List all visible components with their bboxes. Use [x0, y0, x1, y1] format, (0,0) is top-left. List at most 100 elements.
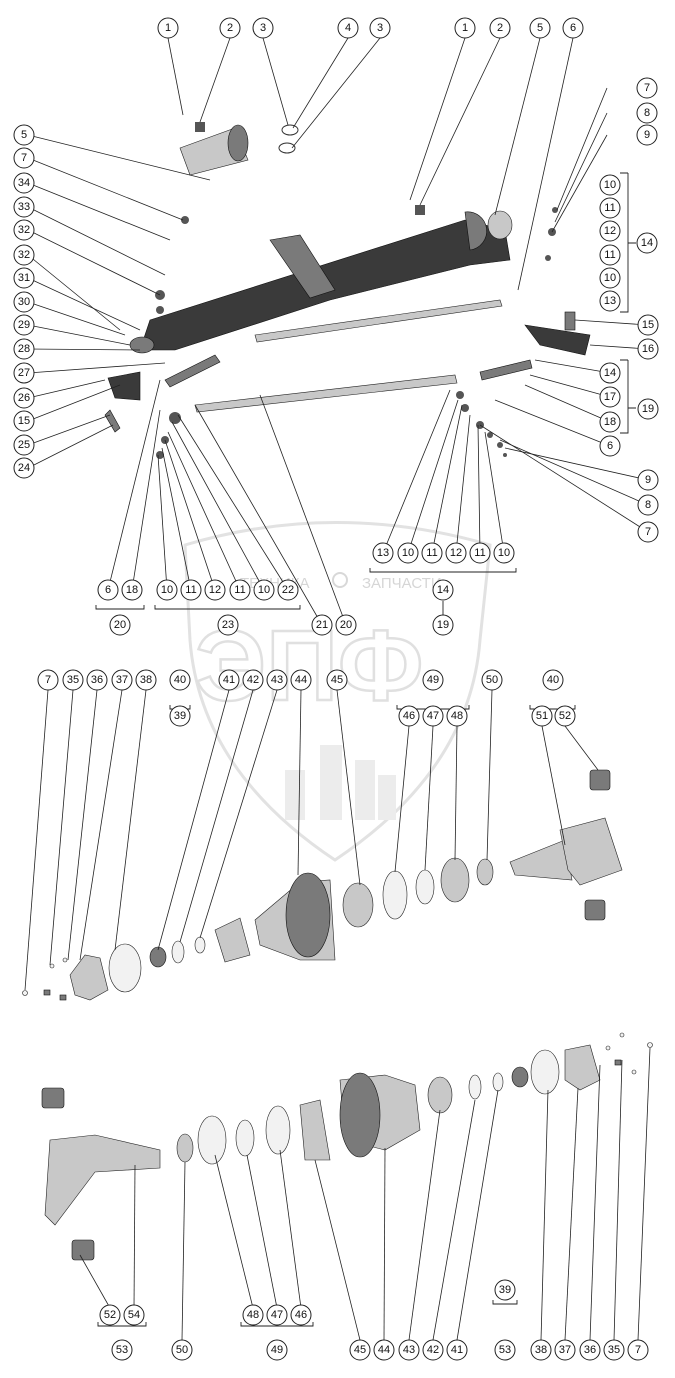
callout-top-55: 11: [180, 579, 202, 601]
svg-text:37: 37: [559, 1344, 571, 1356]
callout-top-8: 5: [529, 17, 551, 39]
svg-text:31: 31: [18, 272, 30, 284]
svg-text:42: 42: [427, 1344, 439, 1356]
watermark-brand-right: ЗАПЧАСТИ: [362, 575, 442, 592]
callout-top-14: 11: [599, 197, 621, 219]
callout-mid-7: 39: [169, 705, 191, 727]
svg-text:10: 10: [402, 547, 414, 559]
svg-text:53: 53: [499, 1344, 511, 1356]
svg-text:7: 7: [645, 526, 651, 538]
callout-top-49: 11: [469, 542, 491, 564]
svg-text:22: 22: [282, 584, 294, 596]
callout-top-26: 6: [599, 435, 621, 457]
svg-text:5: 5: [537, 22, 543, 34]
callout-top-36: 31: [13, 267, 35, 289]
callout-top-3: 3: [252, 17, 274, 39]
svg-text:13: 13: [604, 295, 616, 307]
callout-top-47: 11: [421, 542, 443, 564]
callout-mid-14: 46: [398, 705, 420, 727]
callout-mid-16: 48: [446, 705, 468, 727]
callout-top-30: 5: [13, 124, 35, 146]
svg-text:24: 24: [18, 462, 30, 474]
middle-callouts: 7 35 36 37 38 40 39 41 42 43 44 45 49 46…: [37, 669, 576, 727]
svg-text:9: 9: [644, 129, 650, 141]
svg-text:18: 18: [604, 416, 616, 428]
svg-text:6: 6: [570, 22, 576, 34]
svg-text:30: 30: [18, 296, 30, 308]
callout-top-29: 7: [637, 521, 659, 543]
callout-top-39: 28: [13, 338, 35, 360]
svg-text:19: 19: [437, 619, 449, 631]
callout-mid-13: 49: [422, 669, 444, 691]
svg-text:48: 48: [247, 1309, 259, 1321]
callout-mid-1: 7: [37, 669, 59, 691]
svg-text:11: 11: [474, 547, 485, 559]
svg-text:1: 1: [165, 22, 171, 34]
svg-text:49: 49: [271, 1344, 283, 1356]
callout-top-57: 11: [229, 579, 251, 601]
callout-top-58: 10: [253, 579, 275, 601]
callout-mid-15: 47: [422, 705, 444, 727]
svg-text:33: 33: [18, 201, 30, 213]
callout-bot-3: 53: [111, 1339, 133, 1361]
callout-top-64: 19: [432, 614, 454, 636]
svg-text:7: 7: [21, 152, 27, 164]
callout-top-4: 4: [337, 17, 359, 39]
svg-text:41: 41: [451, 1344, 463, 1356]
svg-text:44: 44: [295, 674, 307, 686]
callout-top-10: 7: [636, 77, 658, 99]
callout-bot-19: 35: [603, 1339, 625, 1361]
svg-text:9: 9: [645, 474, 651, 486]
callout-top-32: 34: [13, 172, 35, 194]
svg-text:54: 54: [128, 1309, 140, 1321]
steering-arm-right: [524, 311, 591, 356]
svg-text:11: 11: [234, 584, 245, 596]
callout-bot-8: 49: [266, 1339, 288, 1361]
callout-top-51: 6: [97, 579, 119, 601]
callout-bot-16: 38: [530, 1339, 552, 1361]
svg-text:35: 35: [67, 674, 79, 686]
callout-bot-10: 44: [373, 1339, 395, 1361]
callout-top-7: 2: [489, 17, 511, 39]
svg-text:13: 13: [377, 547, 389, 559]
svg-text:25: 25: [18, 439, 30, 451]
svg-text:14: 14: [604, 367, 616, 379]
callout-top-19: 13: [599, 290, 621, 312]
callout-mid-20: 52: [554, 705, 576, 727]
svg-text:38: 38: [535, 1344, 547, 1356]
svg-text:11: 11: [604, 249, 615, 261]
callout-top-42: 15: [13, 410, 35, 432]
front-axle-beam: [129, 210, 513, 354]
svg-text:10: 10: [604, 179, 616, 191]
callout-top-50: 10: [493, 542, 515, 564]
svg-text:12: 12: [209, 584, 221, 596]
callout-mid-5: 38: [135, 669, 157, 691]
svg-text:52: 52: [559, 710, 571, 722]
callout-bot-20: 7: [627, 1339, 649, 1361]
callout-top-45: 13: [372, 542, 394, 564]
middle-leader-lines: [24, 689, 599, 991]
svg-text:11: 11: [426, 547, 437, 559]
callout-mid-3: 36: [86, 669, 108, 691]
callout-bot-9: 45: [349, 1339, 371, 1361]
svg-text:43: 43: [403, 1344, 415, 1356]
callout-mid-12: 45: [326, 669, 348, 691]
svg-text:29: 29: [18, 319, 30, 331]
callout-top-60: 23: [217, 614, 239, 636]
callout-top-59: 22: [277, 579, 299, 601]
callout-top-35: 32: [13, 244, 35, 266]
svg-text:3: 3: [260, 22, 266, 34]
svg-text:26: 26: [18, 392, 30, 404]
svg-text:6: 6: [105, 584, 111, 596]
callout-mid-18: 40: [542, 669, 564, 691]
svg-text:43: 43: [271, 674, 283, 686]
watermark-buildings: [285, 745, 396, 820]
svg-text:45: 45: [331, 674, 343, 686]
callout-bot-1: 52: [99, 1304, 121, 1326]
svg-text:42: 42: [247, 674, 259, 686]
callout-top-16: 11: [599, 244, 621, 266]
bottom-leader-lines: [79, 1047, 651, 1341]
callout-mid-2: 35: [62, 669, 84, 691]
callout-top-21: 16: [637, 338, 659, 360]
